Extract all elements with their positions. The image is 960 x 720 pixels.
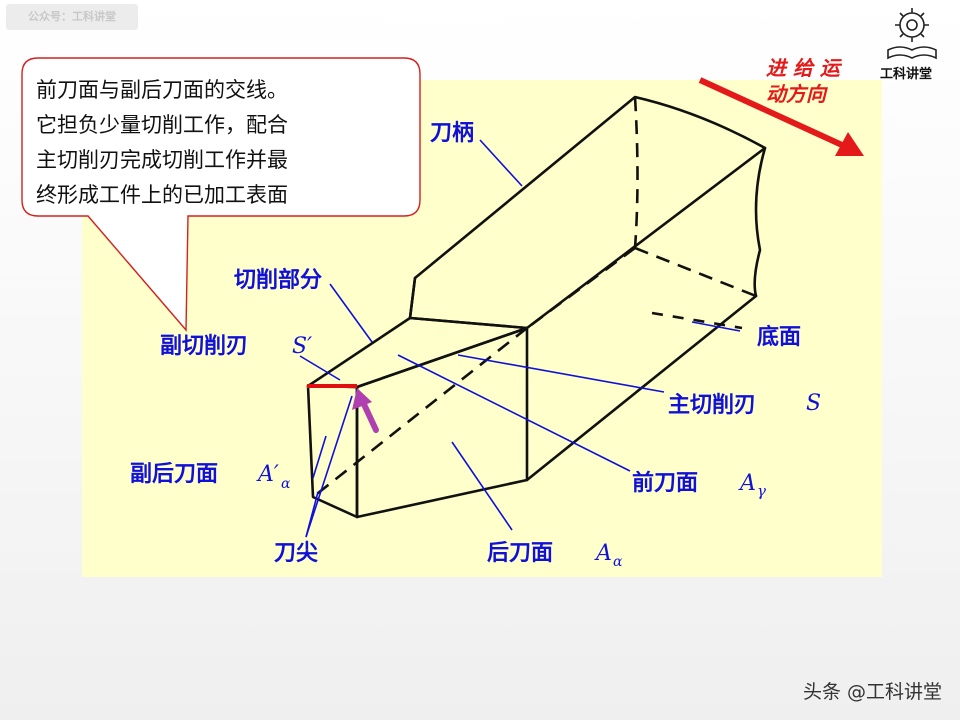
label-shank: 刀柄 bbox=[430, 121, 474, 146]
label-base: 底面 bbox=[757, 324, 801, 350]
callout-line-4: 终形成工件上的已加工表面 bbox=[36, 183, 288, 207]
leader-lines bbox=[299, 139, 741, 538]
label-minor-flank-subscript: α bbox=[281, 476, 291, 492]
label-minor-edge: 副切削刃 bbox=[160, 334, 248, 359]
callout-line-2: 它担负少量切削工作，配合 bbox=[36, 113, 288, 137]
feed-direction-arrow bbox=[698, 77, 864, 156]
callout-line-1: 前刀面与副后刀面的交线。 bbox=[36, 78, 288, 102]
label-rake-face-symbol: A bbox=[738, 471, 756, 496]
label-major-edge-symbol: S bbox=[806, 391, 821, 416]
callout-line-3: 主切削刃完成切削工作并最 bbox=[36, 148, 288, 172]
label-tip: 刀尖 bbox=[274, 541, 318, 566]
tip-pointer-arrow bbox=[352, 388, 379, 433]
logo-text: 工科讲堂 bbox=[880, 66, 932, 82]
shank-end bbox=[753, 146, 767, 298]
gear-book-logo-icon bbox=[887, 8, 937, 60]
label-rake-face-subscript: γ bbox=[757, 482, 766, 500]
hidden-edges bbox=[312, 96, 757, 499]
label-flank: 后刀面 bbox=[487, 541, 553, 566]
label-cutting-part: 切削部分 bbox=[234, 267, 322, 293]
label-flank-symbol: A bbox=[594, 541, 612, 566]
callout-bubble bbox=[21, 57, 421, 332]
feed-direction-line-2: 动方向 bbox=[766, 82, 828, 106]
watermark-badge: 公众号：工科讲堂 bbox=[6, 4, 138, 30]
label-minor-flank-symbol: A′ bbox=[256, 462, 279, 487]
footer-watermark: 头条 @工科讲堂 bbox=[802, 681, 942, 703]
label-flank-subscript: α bbox=[613, 554, 623, 570]
label-minor-edge-symbol: S′ bbox=[292, 334, 312, 359]
label-major-edge: 主切削刃 bbox=[668, 393, 756, 418]
label-rake-face: 前刀面 bbox=[632, 470, 698, 496]
label-minor-flank: 副后刀面 bbox=[130, 462, 218, 487]
feed-direction-line-1: 进 给 运 bbox=[766, 56, 843, 80]
